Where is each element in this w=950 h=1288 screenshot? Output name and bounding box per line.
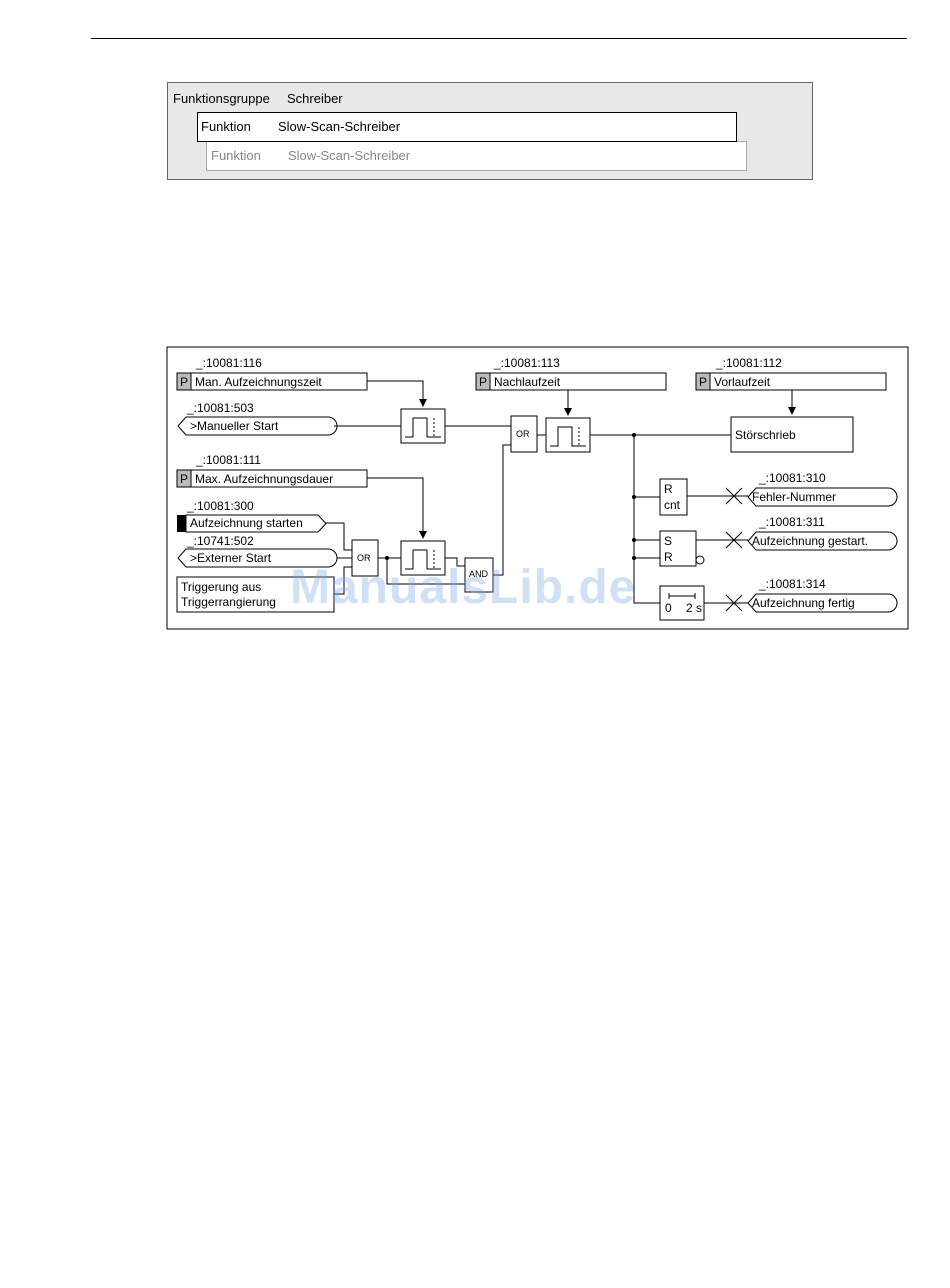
sr-flipflop	[659, 530, 697, 567]
header-rule	[91, 38, 907, 39]
pulse-block-nach	[545, 417, 591, 453]
param-max-address: _:10081:111	[195, 453, 261, 467]
param-nach-address: _:10081:113	[493, 356, 560, 370]
param-man-badge: P	[180, 375, 188, 389]
sr-r: R	[664, 550, 673, 564]
param-max-badge: P	[180, 472, 188, 486]
in-record-shape	[185, 514, 327, 533]
function-group-label: Funktionsgruppe	[173, 91, 270, 106]
stoer-label: Störschrieb	[735, 428, 796, 442]
trigger-line1: Triggerung aus	[181, 580, 261, 594]
in-record-marker	[177, 515, 186, 532]
param-vor-address: _:10081:112	[715, 356, 782, 370]
counter-r: R	[664, 482, 673, 496]
pulse-block-manual	[400, 408, 446, 444]
diagram-frame	[166, 346, 909, 630]
param-man-label: Man. Aufzeichnungszeit	[195, 375, 322, 389]
and-gate	[464, 557, 494, 593]
timer-zero: 0	[665, 601, 672, 615]
in-manual-shape	[177, 416, 338, 436]
in-external-shape	[177, 548, 338, 568]
function-box: Funktion Slow-Scan-Schreiber	[197, 112, 737, 142]
out-error-address: _:10081:310	[758, 471, 826, 485]
in-manual-label: >Manueller Start	[190, 419, 279, 433]
out-done-shape	[747, 593, 898, 613]
or-gate-top-label: OR	[516, 429, 530, 439]
in-external-label: >Externer Start	[190, 551, 272, 565]
function-value: Slow-Scan-Schreiber	[278, 119, 401, 134]
pulse-block-max	[400, 540, 446, 576]
in-record-label: Aufzeichnung starten	[190, 516, 303, 530]
out-error-shape	[747, 487, 898, 507]
trigger-line2: Triggerrangierung	[181, 595, 276, 609]
or-gate-bottom-label: OR	[357, 553, 371, 563]
param-nach-badge: P	[479, 375, 487, 389]
stoer-box	[730, 416, 854, 453]
out-error-label: Fehler-Nummer	[752, 490, 836, 504]
param-nach-box	[489, 372, 667, 391]
in-record-address: _:10081:300	[186, 499, 254, 513]
out-done-label: Aufzeichnung fertig	[752, 596, 855, 610]
out-started-address: _:10081:311	[758, 515, 825, 529]
param-vor-badge: P	[699, 375, 707, 389]
param-max-label: Max. Aufzeichnungsdauer	[195, 472, 333, 486]
out-started-label: Aufzeichnung gestart.	[752, 534, 868, 548]
counter-box	[659, 478, 688, 516]
function-label: Funktion	[201, 119, 251, 134]
param-nach-label: Nachlaufzeit	[494, 375, 561, 389]
timer-box	[659, 585, 705, 621]
param-vor-label: Vorlaufzeit	[714, 375, 771, 389]
out-started-shape	[747, 531, 898, 551]
and-gate-label: AND	[469, 569, 489, 579]
function-box-shadow: Funktion Slow-Scan-Schreiber	[206, 141, 747, 171]
param-vor-box	[709, 372, 887, 391]
in-external-address: _:10741:502	[186, 534, 254, 548]
timer-2s: 2 s	[686, 601, 702, 615]
function-group-value: Schreiber	[287, 91, 343, 106]
function-label-shadow: Funktion	[211, 148, 261, 163]
counter-label: cnt	[664, 498, 681, 512]
out-done-address: _:10081:314	[758, 577, 826, 591]
param-man-address: _:10081:116	[195, 356, 262, 370]
sr-s: S	[664, 534, 672, 548]
in-manual-address: _:10081:503	[186, 401, 254, 415]
or-gate-top	[510, 415, 538, 453]
function-value-shadow: Slow-Scan-Schreiber	[288, 148, 411, 163]
